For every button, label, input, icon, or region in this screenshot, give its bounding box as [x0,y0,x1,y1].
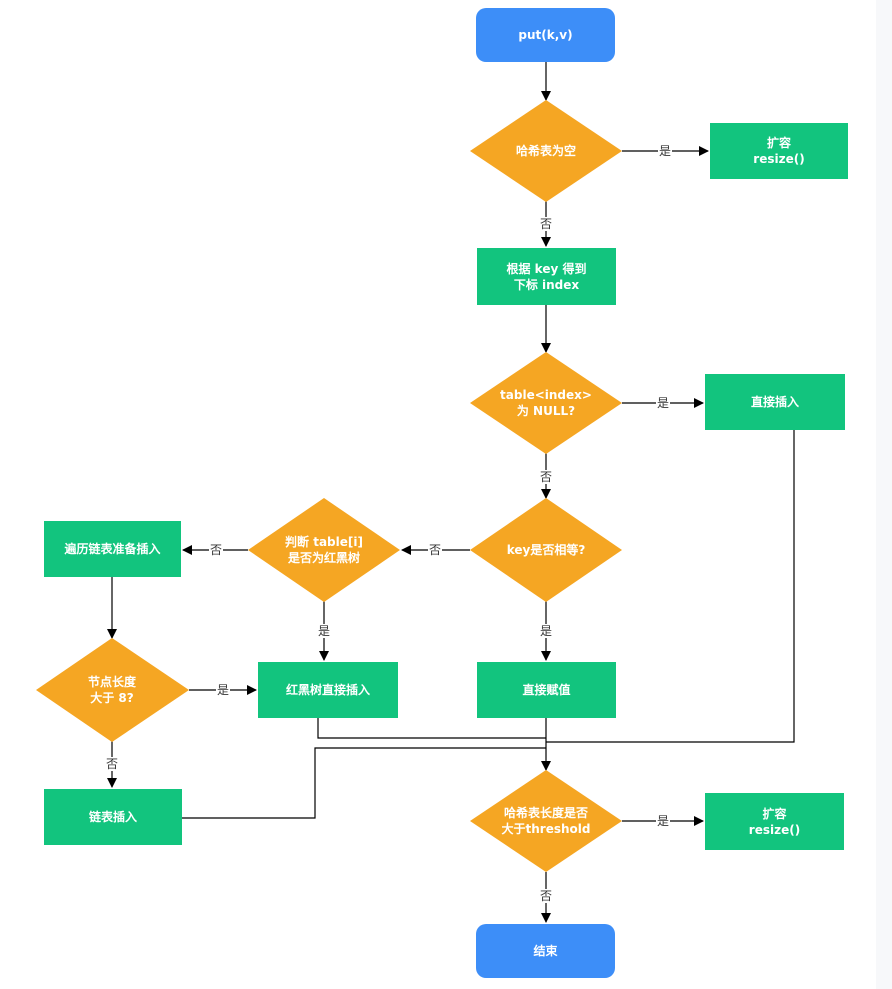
edge-label-yes-len: 是 [216,683,231,697]
assign-node-shape [477,662,616,718]
edge-label-no-threshold: 否 [539,889,554,903]
edge-label-yes-key: 是 [539,624,554,638]
decision-key-shape [470,498,622,602]
direct-insert-node: 直接插入 [750,395,799,409]
edge-label-yes-threshold: 是 [656,814,671,828]
decision-node-length: 节点长度 大于 8? [87,675,136,705]
resize1-node-shape [710,123,848,179]
decision-key-equal: key是否相等? [506,543,586,557]
resize2-node-shape [705,793,844,850]
resize-node-2: 扩容 resize() [748,806,801,837]
index-node: 根据 key 得到 下标 index [506,261,587,292]
start-node-shape [476,8,615,62]
index-node-shape [477,248,616,305]
direct-assign-node: 直接赋值 [522,683,571,697]
side-panel [876,0,892,989]
edge-label-yes-null: 是 [656,396,671,410]
decision-len-shape [36,638,189,742]
edge-label-no-empty: 否 [539,217,554,231]
edge-list-to-merge [182,747,546,819]
edge-label-no-key: 否 [428,543,443,557]
edge-label-yes-tree: 是 [317,624,332,638]
decision-tree-shape [248,498,400,602]
resize-node-1: 扩容 resize() [753,136,805,166]
start-node: put(k,v) [518,28,573,42]
decision-null-shape [470,352,622,454]
traverse-node-shape [44,521,181,577]
decision-table-null: table<index> 为 NULL? [500,388,592,418]
decision-is-red-black-tree: 判断 table[i] 是否为红黑树 [285,535,363,565]
edge-label-no-tree: 否 [209,543,224,557]
decision-empty-shape [470,100,622,202]
edge-rb-to-merge [317,718,546,739]
rb-node-shape [258,662,398,718]
red-black-insert-node: 红黑树直接插入 [285,683,370,697]
list-node-shape [44,789,182,845]
decision-threshold-shape [470,770,622,872]
decision-hash-empty: 哈希表为空 [515,144,576,158]
decision-threshold: 哈希表长度是否 大于threshold [501,806,591,836]
traverse-list-node: 遍历链表准备插入 [64,542,161,556]
edge-label-yes-empty: 是 [658,144,673,158]
insert-node-shape [705,374,845,430]
end-node-shape [476,924,615,978]
edge-label-no-null: 否 [539,470,554,484]
list-insert-node: 链表插入 [88,810,137,824]
edge-insert-to-merge [546,430,795,743]
edge-label-no-len: 否 [105,757,120,771]
end-node: 结束 [533,944,558,958]
